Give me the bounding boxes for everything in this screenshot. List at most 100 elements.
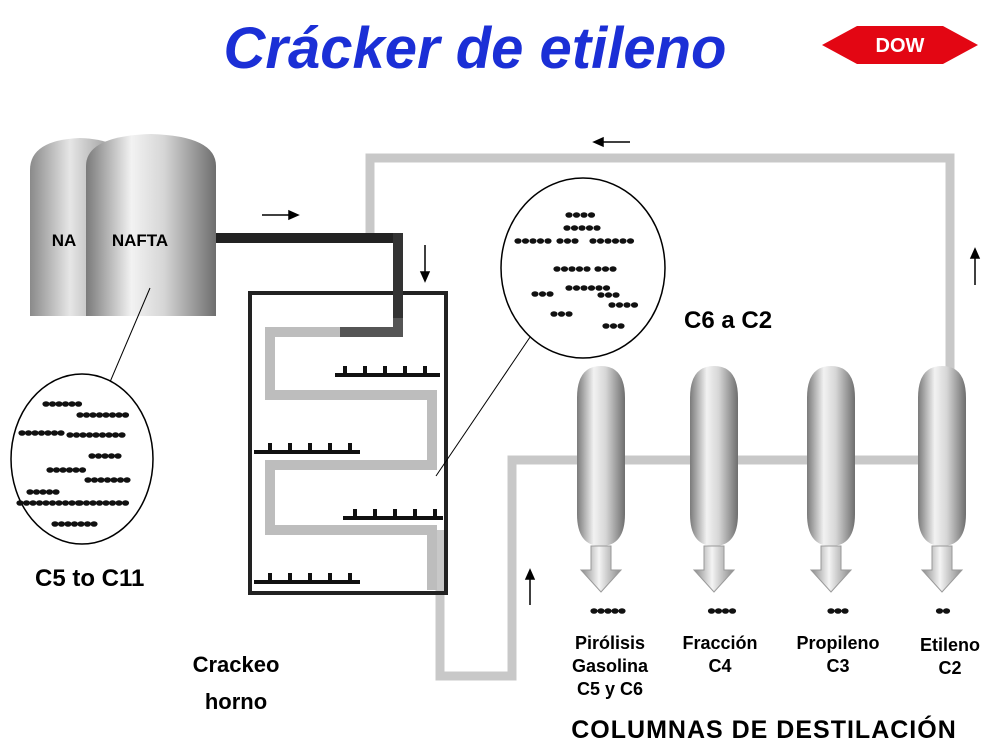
atom-dot — [110, 477, 118, 483]
atom-dot — [585, 225, 594, 231]
atom-dot — [118, 432, 126, 438]
atom-dot — [615, 302, 624, 308]
atom-dot — [31, 430, 39, 436]
atom-dot — [66, 432, 74, 438]
atom-dot — [84, 477, 92, 483]
atom-dot — [108, 412, 117, 418]
atom-dot — [68, 500, 76, 506]
atom-dot — [568, 266, 576, 272]
atom-dot — [565, 311, 573, 317]
atom-dot — [61, 500, 70, 506]
atom-dot — [95, 412, 104, 418]
atom-dot — [556, 238, 564, 244]
product-label: Gasolina — [572, 656, 649, 676]
atom-dot — [76, 412, 84, 418]
arrow-down-icon — [419, 245, 431, 283]
atom-dot — [57, 430, 65, 436]
atom-dot — [89, 412, 97, 418]
product-label: Propileno — [796, 633, 879, 653]
atom-dot — [580, 285, 588, 291]
atom-dot — [529, 238, 537, 244]
atom-dot — [78, 467, 87, 473]
distillation-column — [577, 366, 625, 546]
atom-dot — [51, 521, 59, 527]
atom-dot — [604, 608, 612, 614]
atom-dot — [578, 225, 586, 231]
atom-dot — [531, 291, 539, 297]
atom-dot — [95, 500, 104, 506]
atom-dot — [563, 225, 571, 231]
atom-dot — [88, 453, 96, 459]
atom-dot — [72, 467, 80, 473]
atom-dot — [553, 266, 561, 272]
atom-dot — [90, 521, 98, 527]
atom-dot — [714, 608, 723, 614]
atom-dot — [89, 500, 97, 506]
atom-dot — [571, 238, 579, 244]
feed-pipe — [215, 233, 403, 320]
arrow-up-icon — [969, 247, 981, 285]
distillation-columns — [577, 366, 966, 593]
atom-dot — [102, 500, 110, 506]
product-label: C4 — [708, 656, 731, 676]
atom-dot — [101, 453, 109, 459]
atom-dot — [35, 500, 44, 506]
recycle-pipe — [365, 153, 955, 370]
atom-dot — [123, 477, 131, 483]
atom-dot — [114, 453, 122, 459]
atom-dot — [544, 238, 552, 244]
atom-dot — [590, 608, 598, 614]
atom-dot — [85, 432, 94, 438]
cracked-molecules — [435, 177, 666, 477]
atom-dot — [597, 608, 605, 614]
atom-dot — [42, 401, 50, 407]
product-label: Pirólisis — [575, 633, 645, 653]
atom-dot — [618, 608, 626, 614]
atom-dot — [589, 238, 597, 244]
atom-dot — [83, 521, 92, 527]
dow-logo: DOW — [822, 26, 978, 64]
atom-dot — [39, 489, 47, 495]
atom-dot — [595, 285, 603, 291]
atom-dot — [61, 401, 70, 407]
atom-dot — [103, 477, 112, 483]
atom-dot — [521, 238, 530, 244]
atom-dot — [580, 212, 588, 218]
atom-dot — [563, 238, 572, 244]
atom-dot — [55, 401, 63, 407]
atom-dot — [26, 489, 34, 495]
atom-dot — [623, 302, 631, 308]
columns-title: COLUMNAS DE DESTILACIÓN — [571, 714, 957, 744]
atom-dot — [514, 238, 522, 244]
atom-dot — [601, 266, 610, 272]
flow-arrows — [262, 136, 981, 605]
column-feed-pipe — [435, 455, 950, 681]
atom-dot — [32, 489, 41, 495]
atom-dot — [942, 608, 951, 614]
atom-dot — [596, 238, 605, 244]
atom-dot — [111, 432, 120, 438]
furnace-label-2: horno — [205, 689, 267, 714]
atom-dot — [619, 238, 627, 244]
arrow-left-icon — [592, 136, 630, 148]
product-outlet-arrow-icon — [809, 545, 853, 593]
atom-dot — [105, 432, 113, 438]
atom-dot — [583, 266, 591, 272]
atom-dot — [935, 608, 944, 614]
furnace-box — [248, 291, 448, 595]
atom-dot — [79, 432, 87, 438]
atom-dot — [76, 500, 84, 506]
naphtha-molecules — [10, 287, 154, 545]
atom-dot — [115, 500, 123, 506]
arrow-up-icon — [524, 568, 536, 605]
atom-dot — [572, 212, 581, 218]
atom-dot — [594, 266, 602, 272]
atom-dot — [587, 285, 596, 291]
atom-dot — [550, 311, 558, 317]
product-labels: Pirólisis Gasolina C5 y C6 Fracción C4 P… — [572, 633, 980, 699]
atom-dot — [557, 311, 566, 317]
furnace-label-1: Crackeo — [193, 652, 280, 677]
atom-dot — [24, 430, 33, 436]
atom-dot — [604, 292, 613, 298]
atom-dot — [97, 477, 105, 483]
